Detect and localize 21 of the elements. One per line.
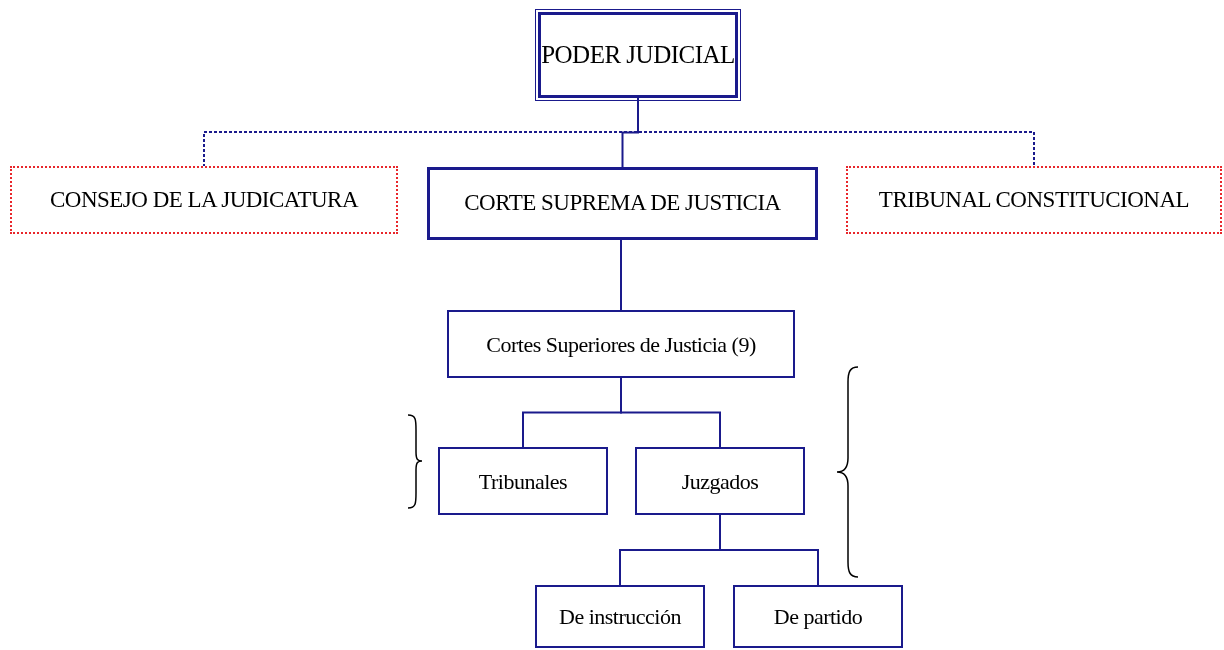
connector-line [620,377,721,448]
box-label: Tribunales [478,467,568,496]
box-label: Juzgados [681,467,759,496]
organ-box [10,166,398,234]
box-label: De instrucción [559,603,681,631]
box-label: De partido [773,603,863,631]
box-label: CORTE SUPREMA DE JUSTICIA [464,189,781,218]
connector-line [719,514,819,586]
box-label: TRIBUNAL CONSTITUCIONAL [878,185,1190,214]
box-label: PODER JUDICIAL [541,40,735,71]
court-box [427,167,818,240]
org-box [447,310,795,378]
org-box [438,447,608,515]
org-box [535,585,705,648]
org-box [635,447,805,515]
connector-line [620,239,622,311]
organ-box [846,166,1222,234]
title-box [538,12,738,98]
org-box [733,585,903,648]
box-label: Cortes Superiores de Justicia (9) [486,330,756,359]
box-label: CONSEJO DE LA JUDICATURA [49,185,359,214]
